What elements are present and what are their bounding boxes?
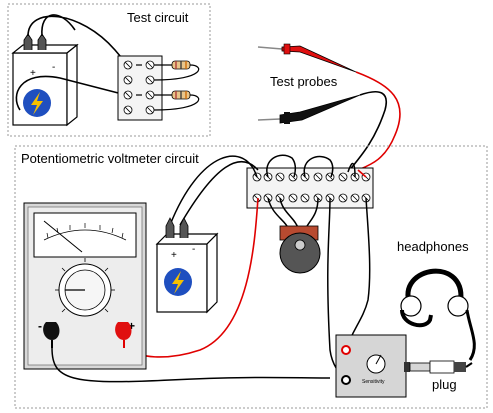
red-probe-lead bbox=[355, 71, 401, 171]
test-terminal-strip-icon bbox=[117, 55, 163, 121]
potentiometer-icon bbox=[279, 225, 321, 274]
terminal-screw-slot bbox=[314, 173, 322, 181]
detector-box-icon: Sensitivity bbox=[335, 334, 410, 398]
terminal-screw-slot bbox=[301, 194, 309, 202]
terminal-screw-slot bbox=[351, 194, 359, 202]
test-battery-icon: + - bbox=[11, 33, 79, 127]
terminal-screw-slot bbox=[276, 173, 284, 181]
test-resistor-2-icon bbox=[153, 90, 200, 111]
black-meter-wire bbox=[51, 347, 331, 383]
pot-circuit-label: Potentiometric voltmeter circuit bbox=[21, 151, 199, 166]
test-circuit-wires bbox=[15, 14, 127, 111]
meter-jacks bbox=[43, 322, 132, 348]
terminal-screw-slot bbox=[289, 194, 297, 202]
pot-battery-plus: + bbox=[171, 250, 177, 261]
headphones-icon bbox=[400, 268, 476, 361]
pot-battery-minus: - bbox=[192, 244, 195, 255]
terminal-screw-slot bbox=[253, 194, 261, 202]
terminal-screws bbox=[252, 172, 371, 203]
meter-pos-label: + bbox=[128, 319, 135, 333]
terminal-screw-slot bbox=[289, 173, 297, 181]
terminal-screw-slot bbox=[339, 173, 347, 181]
voltmeter-icon: - + bbox=[23, 202, 147, 370]
test-battery-plus: + bbox=[30, 68, 36, 79]
black-probe-icon bbox=[257, 94, 361, 124]
terminal-screw-slot bbox=[326, 173, 334, 181]
terminal-screw-slot bbox=[339, 194, 347, 202]
headphones-label: headphones bbox=[397, 239, 469, 254]
plug-label: plug bbox=[432, 377, 457, 392]
pot-battery-icon: + - bbox=[155, 217, 219, 314]
plug-icon bbox=[409, 360, 473, 374]
sensitivity-label: Sensitivity bbox=[362, 379, 385, 385]
test-circuit-region bbox=[7, 3, 211, 137]
meter-neg-label: - bbox=[38, 319, 42, 333]
test-battery-minus: - bbox=[52, 62, 55, 73]
test-circuit-label: Test circuit bbox=[127, 10, 189, 25]
test-resistor-icon bbox=[153, 60, 200, 81]
red-strip-lead bbox=[357, 169, 367, 178]
pot-circuit-region bbox=[14, 145, 488, 409]
test-probes-label: Test probes bbox=[270, 74, 338, 89]
black-probe-lead bbox=[347, 91, 387, 173]
red-probe-icon bbox=[257, 43, 357, 73]
